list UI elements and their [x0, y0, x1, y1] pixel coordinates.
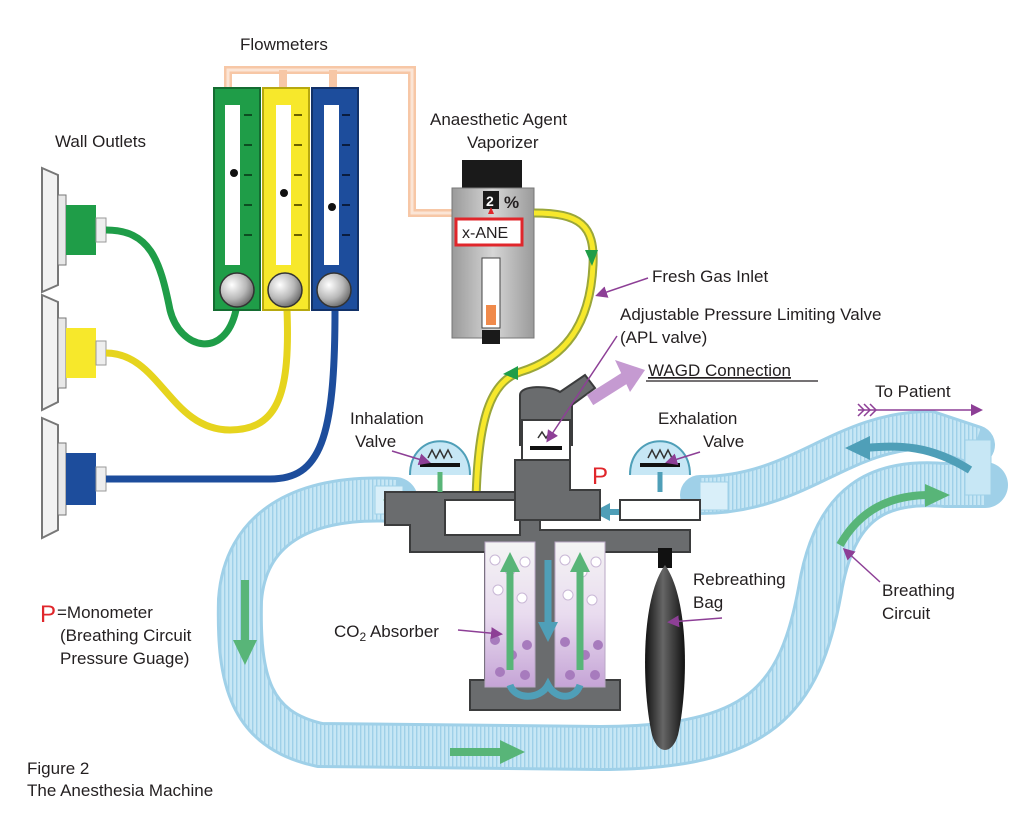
rebreathing-bag: [645, 548, 685, 750]
legend-line2: (Breathing Circuit: [60, 626, 192, 645]
circuit-flow-arrows: [233, 436, 973, 764]
gas-hoses: [105, 226, 339, 483]
breathing-circuit-label-line2: Circuit: [882, 604, 930, 623]
wall-outlets-label: Wall Outlets: [55, 132, 146, 151]
to-patient-feather: [857, 403, 878, 417]
flowmeter-blue: [311, 87, 359, 311]
vaporizer-dial-value: 2: [486, 193, 494, 209]
to-patient-label: To Patient: [875, 382, 951, 401]
wall-outlet-blue: [41, 416, 107, 540]
inhalation-callout: [391, 450, 431, 466]
wall-outlets: [41, 166, 107, 540]
figure-title: The Anesthesia Machine: [27, 781, 213, 800]
inhalation-valve-label-line2: Valve: [355, 432, 396, 451]
co2-callout: [457, 627, 503, 640]
breathing-circuit-label-line1: Breathing: [882, 581, 955, 600]
callout-arrows: [391, 277, 983, 640]
fresh-gas-callout: [595, 277, 649, 298]
apl-valve-label-line2: (APL valve): [620, 328, 707, 347]
exhalation-callout: [665, 451, 701, 466]
flowmeter-yellow: [262, 87, 310, 311]
fresh-gas-inlet-label: Fresh Gas Inlet: [652, 267, 768, 286]
circuit-manifold: [384, 373, 701, 711]
figure-number: Figure 2: [27, 759, 89, 778]
wall-outlet-green: [41, 166, 107, 294]
vaporizer-label-line1: Anaesthetic Agent: [430, 110, 567, 129]
labels: Flowmeters Wall Outlets Anaesthetic Agen…: [27, 35, 955, 800]
vaporizer-dial-unit: %: [504, 193, 519, 212]
rebreathing-callout: [667, 615, 723, 628]
inhalation-valve-label-line1: Inhalation: [350, 409, 424, 428]
apl-callout: [546, 335, 618, 443]
wagd-arrow: [586, 360, 645, 406]
vaporizer-label-line2: Vaporizer: [467, 133, 539, 152]
co2-absorber: [484, 541, 606, 700]
breathing-circuit-callout: [842, 547, 881, 583]
apl-valve-label-line1: Adjustable Pressure Limiting Valve: [620, 305, 881, 324]
rebreathing-bag-label-line1: Rebreathing: [693, 570, 786, 589]
flowmeter-green: [213, 87, 261, 311]
wagd-connection-label: WAGD Connection: [648, 361, 791, 380]
flowmeters: [213, 66, 455, 311]
co2-absorber-label: CO2 Absorber: [334, 622, 439, 644]
flowmeters-label: Flowmeters: [240, 35, 328, 54]
vaporizer: [451, 160, 598, 501]
wall-outlet-yellow: [41, 293, 107, 412]
vaporizer-agent-label: x-ANE: [462, 225, 508, 242]
exhalation-valve-label-line1: Exhalation: [658, 409, 737, 428]
legend-line1: =Monometer: [57, 603, 153, 622]
exhalation-valve-label-line2: Valve: [703, 432, 744, 451]
pressure-gauge-marker: P: [592, 463, 608, 490]
legend-line3: Pressure Guage): [60, 649, 189, 668]
rebreathing-bag-label-line2: Bag: [693, 593, 723, 612]
breathing-circuit-tube: [216, 409, 1008, 772]
legend-p-marker: P: [40, 601, 56, 628]
